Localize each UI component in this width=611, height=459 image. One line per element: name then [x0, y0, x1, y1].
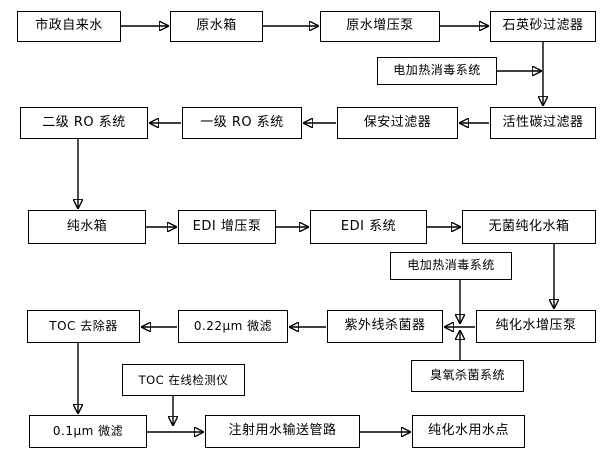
node-edi-system[interactable]: EDI 系统	[310, 210, 427, 244]
node-ro-stage-2[interactable]: 二级 RO 系统	[20, 107, 148, 139]
node-wfi-distribution-line[interactable]: 注射用水输送管路	[205, 415, 360, 448]
node-raw-water-tank[interactable]: 原水箱	[170, 11, 263, 42]
node-edi-booster-pump[interactable]: EDI 增压泵	[178, 210, 276, 244]
node-electric-heat-sterilizer-1[interactable]: 电加热消毒系统	[377, 57, 497, 85]
node-security-filter[interactable]: 保安过滤器	[337, 107, 458, 139]
node-purified-water-booster-pump[interactable]: 纯化水增压泵	[476, 310, 596, 343]
node-ozone-sterilization-system[interactable]: 臭氧杀菌系统	[411, 360, 524, 392]
node-purified-water-use-point[interactable]: 纯化水用水点	[412, 415, 525, 448]
node-municipal-tap-water[interactable]: 市政自来水	[17, 11, 121, 42]
node-sterile-purified-water-tank[interactable]: 无菌纯化水箱	[462, 210, 596, 244]
node-microfilter-022um[interactable]: 0.22μm 微滤	[178, 310, 288, 343]
node-microfilter-01um[interactable]: 0.1μm 微滤	[29, 415, 147, 448]
node-electric-heat-sterilizer-2[interactable]: 电加热消毒系统	[390, 252, 512, 280]
node-activated-carbon-filter[interactable]: 活性碳过滤器	[490, 107, 596, 139]
node-toc-remover[interactable]: TOC 去除器	[27, 310, 140, 343]
node-quartz-sand-filter[interactable]: 石英砂过滤器	[490, 11, 596, 42]
node-pure-water-tank[interactable]: 纯水箱	[28, 210, 146, 244]
node-toc-online-analyzer[interactable]: TOC 在线检测仪	[122, 364, 245, 396]
node-ro-stage-1[interactable]: 一级 RO 系统	[182, 107, 302, 139]
node-uv-sterilizer[interactable]: 紫外线杀菌器	[327, 310, 443, 343]
node-raw-water-booster-pump[interactable]: 原水增压泵	[320, 11, 440, 42]
